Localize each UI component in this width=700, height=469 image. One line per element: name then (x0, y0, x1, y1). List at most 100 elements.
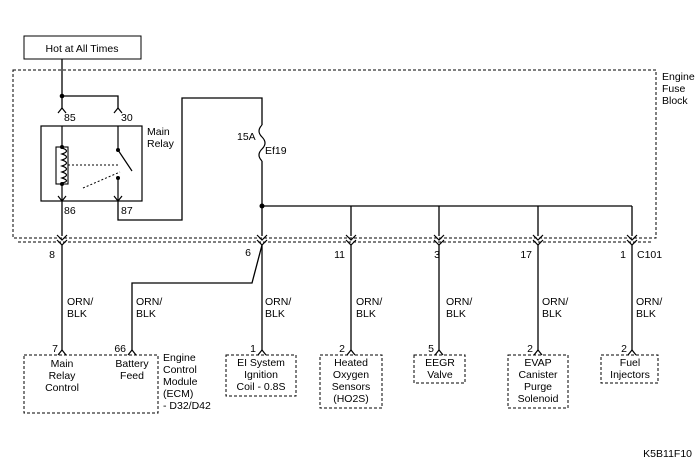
fuse-name: Ef19 (265, 145, 287, 157)
fuse-block-label-2: Fuse (662, 83, 686, 95)
ho2s-label-2: Oxygen (333, 369, 369, 381)
ecm-name-1: Engine (163, 352, 196, 364)
eegr-box (413, 354, 466, 384)
relay-name-2: Relay (147, 138, 175, 150)
pin-label-3: 3 (434, 249, 440, 261)
diagram-code: K5B11F10 (643, 448, 692, 460)
main-relay-box (40, 125, 143, 202)
ignition-coil-box (225, 354, 297, 397)
wire-color-66-b: BLK (136, 308, 156, 320)
fuel-injectors-box (600, 354, 659, 384)
connector-pin-1 (626, 234, 638, 246)
ho2s-label-3: Sensors (332, 381, 371, 393)
feed-splice (59, 93, 65, 99)
ho2s-pin: 2 (339, 343, 345, 355)
switch-dot-bottom (116, 176, 120, 180)
relay-pin-86: 86 (64, 205, 76, 217)
wire-color-17-a: ORN/ (542, 296, 568, 308)
switch-dot-top (116, 148, 120, 152)
ignition-coil-label-3: Coil - 0.8S (236, 381, 285, 393)
wire-color-1-b: BLK (636, 308, 656, 320)
fuel-injectors-pin: 2 (621, 343, 627, 355)
wire-color-11-a: ORN/ (356, 296, 382, 308)
bus-splice (259, 203, 265, 209)
evap-label-4: Solenoid (518, 393, 559, 405)
eegr-label-2: Valve (427, 369, 453, 381)
ignition-coil-label-1: EI System (237, 357, 285, 369)
connector-pin-17 (532, 234, 544, 246)
terminal-ho2s-2 (346, 349, 356, 356)
ecm-name-2: Control (163, 364, 197, 376)
ecm-name-5: - D32/D42 (163, 400, 211, 412)
ecm-name-3: Module (163, 376, 198, 388)
fuse-ef19-icon (258, 124, 266, 162)
terminal-injectors-2 (627, 349, 637, 356)
ecm-pin-66: 66 (114, 343, 126, 355)
relay-pin-87: 87 (121, 205, 133, 217)
connector-pin-11 (345, 234, 357, 246)
terminal-ecm-66 (127, 349, 137, 356)
wire-color-3-b: BLK (446, 308, 466, 320)
ecm-relay-control-2: Relay (49, 370, 77, 382)
pin-label-1: 1 (620, 249, 626, 261)
coil-dot-bottom (60, 182, 64, 186)
relay-pin-85: 85 (64, 112, 76, 124)
fuse-block-label-3: Block (662, 95, 688, 107)
pin-label-8: 8 (49, 249, 55, 261)
wire-87-to-fuse (117, 97, 263, 221)
terminal-coil-1 (257, 349, 267, 356)
wire-color-17-b: BLK (542, 308, 562, 320)
evap-label-2: Canister (518, 369, 558, 381)
ecm-relay-control-1: Main (51, 358, 74, 370)
eegr-label-1: EEGR (425, 357, 455, 369)
fuel-injectors-label-1: Fuel (620, 357, 640, 369)
power-source-label: Hot at All Times (46, 43, 119, 55)
terminal-evap-2 (533, 349, 543, 356)
ho2s-box (319, 354, 383, 409)
wire-color-6-a: ORN/ (265, 296, 291, 308)
wire-color-66-a: ORN/ (136, 296, 162, 308)
eegr-pin: 5 (428, 343, 434, 355)
relay-actuator-link (68, 164, 121, 189)
connector-pin-6 (256, 234, 268, 246)
evap-label-1: EVAP (524, 357, 551, 369)
wire-color-3-a: ORN/ (446, 296, 472, 308)
feed-wire-30 (62, 95, 119, 108)
terminal-eegr-5 (434, 349, 444, 356)
ecm-relay-control-3: Control (45, 382, 79, 394)
pin-label-17: 17 (520, 249, 532, 261)
connector-pin-3 (433, 234, 445, 246)
wire-color-6-b: BLK (265, 308, 285, 320)
evap-box (507, 354, 569, 409)
evap-label-3: Purge (524, 381, 552, 393)
relay-top-pins (57, 107, 123, 114)
fuse-rating: 15A (237, 131, 256, 143)
branch-wires (350, 206, 633, 236)
evap-pin: 2 (527, 343, 533, 355)
relay-switch-icon (117, 126, 133, 201)
pin-label-6: 6 (245, 247, 251, 259)
power-source-box (23, 35, 142, 60)
ecm-name-4: (ECM) (163, 388, 193, 400)
connector-pin-8 (56, 234, 68, 246)
ecm-battery-feed-2: Feed (120, 370, 144, 382)
ignition-coil-label-2: Ignition (244, 369, 278, 381)
engine-fuse-block-outline (12, 69, 657, 239)
wire-6-battery-feed (131, 244, 263, 350)
relay-name-1: Main (147, 126, 170, 138)
ho2s-label-4: (HO2S) (333, 393, 369, 405)
ecm-battery-feed-1: Battery (115, 358, 149, 370)
relay-pin-30: 30 (121, 112, 133, 124)
pin-label-11: 11 (334, 249, 345, 261)
fuse-block-label-1: Engine (662, 71, 695, 83)
ecm-box (23, 354, 159, 414)
terminal-ecm-7 (57, 349, 67, 356)
wire-color-1-a: ORN/ (636, 296, 662, 308)
ecm-pin-7: 7 (52, 343, 58, 355)
relay-coil-icon (60, 147, 68, 184)
wire-color-8-b: BLK (67, 308, 87, 320)
connector-label: C101 (637, 249, 662, 261)
wire-color-8-a: ORN/ (67, 296, 93, 308)
